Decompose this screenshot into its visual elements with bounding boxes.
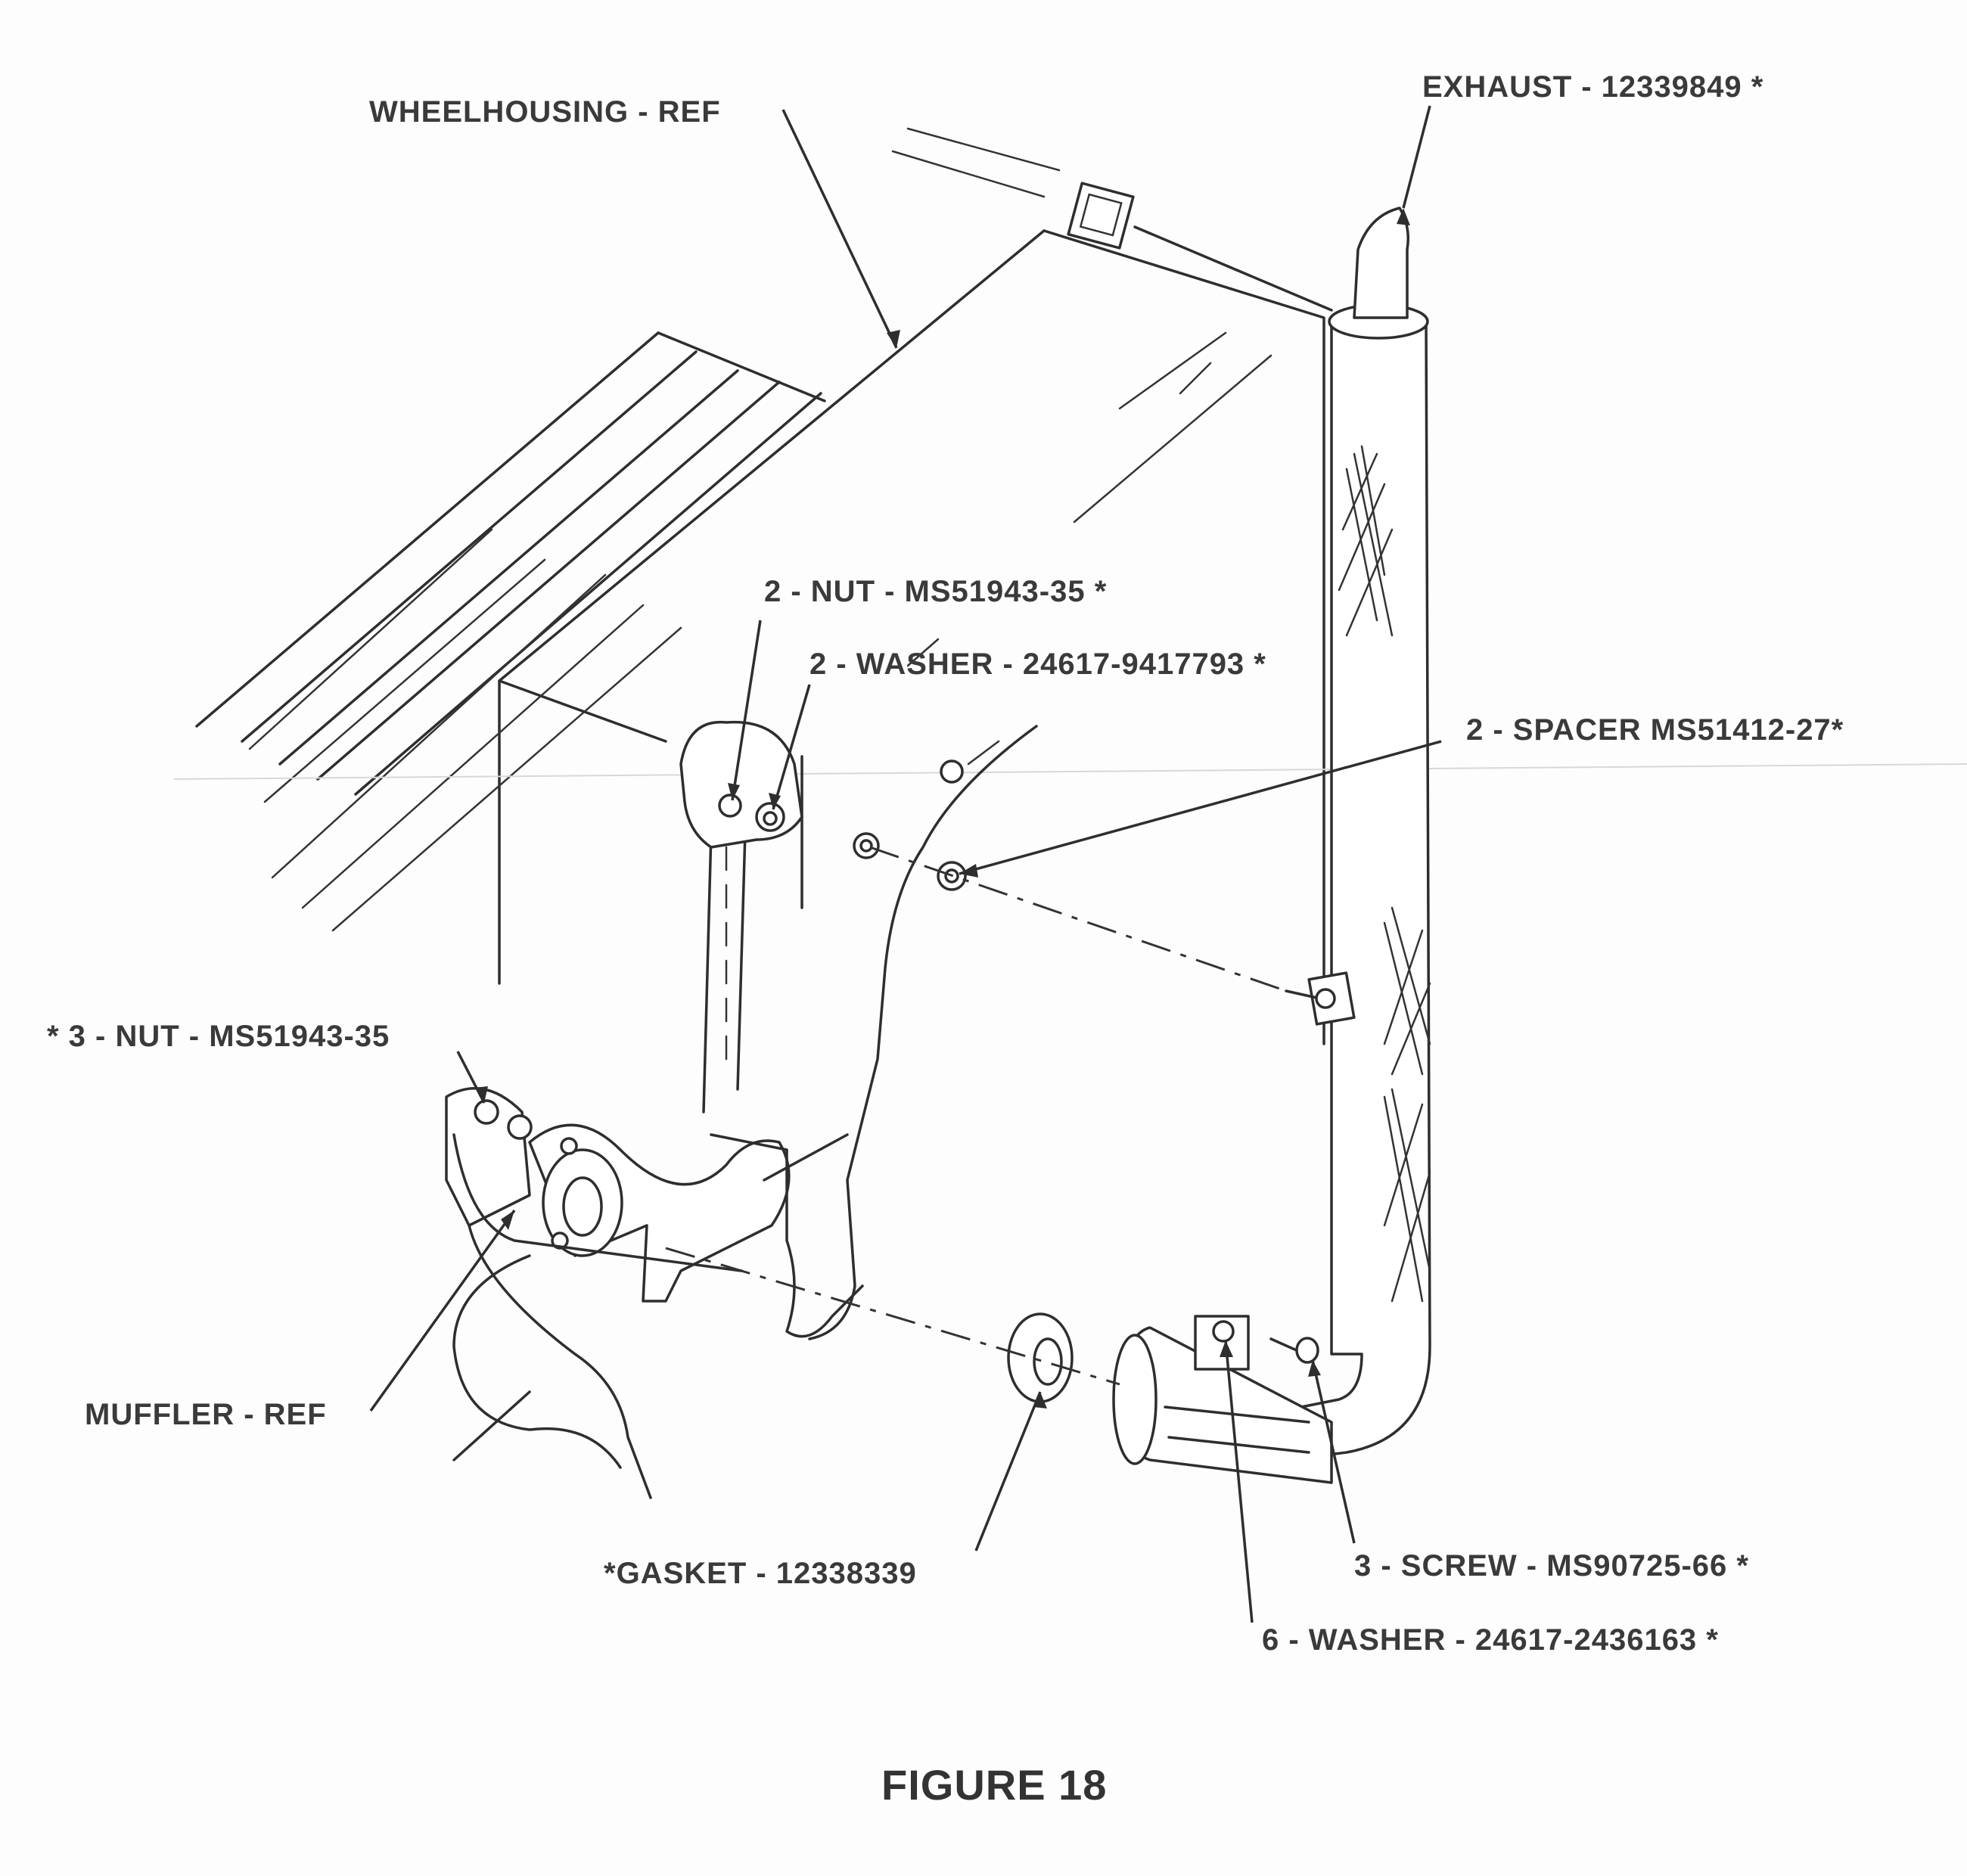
label-washer-bottom: 6 - WASHER - 24617-2436163 * — [1262, 1623, 1719, 1657]
paper-fold-line — [173, 763, 1967, 780]
gasket-part — [1007, 1312, 1074, 1403]
wheelhousing-body — [498, 127, 1333, 1045]
panel-edge — [808, 725, 1038, 1340]
leader-lines — [369, 105, 1442, 1623]
label-washer-top: 2 - WASHER - 24617-9417793 * — [809, 648, 1266, 681]
label-muffler: MUFFLER - REF — [85, 1398, 327, 1431]
label-gasket: *GASKET - 12338339 — [604, 1557, 917, 1590]
label-nut-top: 2 - NUT - MS51943-35 * — [764, 575, 1108, 608]
tailpipe-section — [1112, 1315, 1333, 1484]
exhaust-stack — [1285, 207, 1431, 1458]
heat-shield-mesh — [1338, 445, 1431, 1303]
label-exhaust: EXHAUST - 12339849 * — [1422, 70, 1764, 104]
spacer-hardware — [853, 759, 967, 891]
label-wheelhousing: WHEELHOUSING - REF — [369, 95, 721, 129]
centerline-exhaust — [665, 1247, 1120, 1386]
leader-arrowheads — [475, 208, 1410, 1409]
centerline-spacer — [869, 846, 1287, 992]
label-nut-left: * 3 - NUT - MS51943-35 — [47, 1020, 390, 1053]
figure-caption: FIGURE 18 — [881, 1761, 1108, 1809]
muffler-flange — [445, 1087, 864, 1499]
label-screw: 3 - SCREW - MS90725-66 * — [1354, 1549, 1749, 1582]
support-strap — [679, 720, 803, 1113]
ribbed-fender — [195, 331, 826, 932]
panel-edge-lower — [763, 1133, 849, 1182]
label-spacer: 2 - SPACER MS51412-27* — [1466, 713, 1844, 747]
